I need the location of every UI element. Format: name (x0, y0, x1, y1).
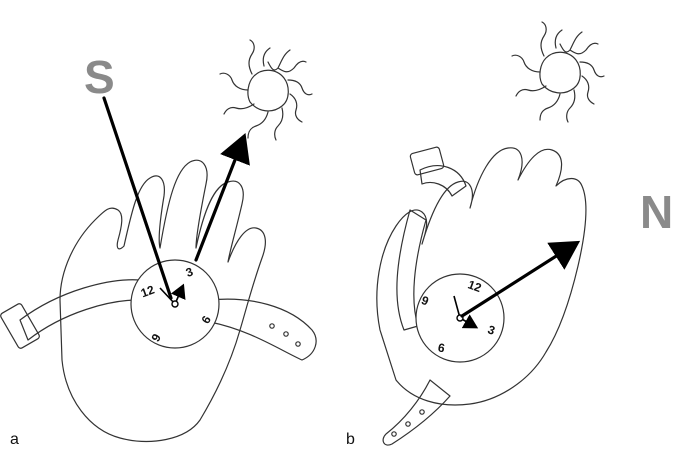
sun-icon (512, 22, 604, 122)
direction-letter-north: N (640, 186, 673, 238)
direction-letter-south: S (84, 51, 115, 103)
panel-b: N 12 3 6 9 b (346, 22, 673, 448)
panel-label-a: a (10, 431, 19, 448)
watch-icon: 12 3 6 9 (416, 274, 504, 362)
panel-a: S 12 3 6 9 (0, 40, 316, 448)
panel-label-b: b (346, 431, 355, 448)
sun-icon (220, 40, 312, 140)
watch-icon: 12 3 6 9 (131, 260, 219, 348)
south-pointer-line (104, 98, 171, 298)
